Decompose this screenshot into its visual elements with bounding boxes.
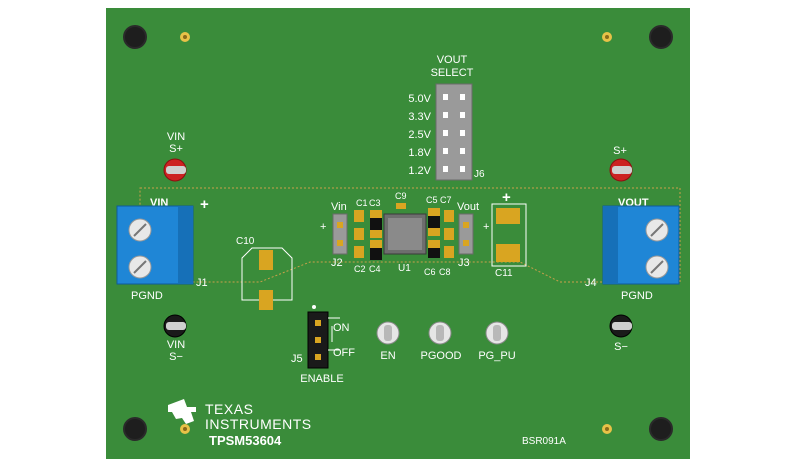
c1-ref: C1 [356, 198, 368, 208]
c10-outline [241, 247, 293, 301]
ti-logo-icon [168, 399, 196, 424]
c2-ref: C2 [354, 264, 366, 274]
c10-pad [259, 250, 273, 270]
vin-plus-mark: + [200, 196, 209, 213]
vout-option-label: 1.2V [408, 165, 431, 177]
pg-pu-testpoint[interactable] [485, 321, 509, 345]
enable-off-label: OFF [333, 347, 355, 359]
output-capacitors [428, 208, 454, 258]
enable-silkscreen-bracket [328, 317, 340, 351]
c10-pad [259, 290, 273, 310]
vout-sense-plus-testpoint[interactable] [609, 158, 633, 182]
c11-pad [496, 244, 520, 262]
j1-ref: J1 [196, 277, 208, 289]
j2-label: Vin [331, 201, 347, 213]
c11-plus-mark: + [502, 189, 511, 206]
vin-pgnd-label: PGND [131, 290, 163, 302]
part-number: TPSM53604 [209, 433, 282, 448]
j5-ref: J5 [291, 353, 303, 365]
pgood-testpoint[interactable] [428, 321, 452, 345]
enable-on-label: ON [333, 322, 350, 334]
c9-ref: C9 [395, 191, 407, 201]
mounting-holes [123, 25, 673, 441]
j3-label: Vout [457, 201, 479, 213]
vin-terminal-block[interactable] [116, 205, 194, 285]
vout-select-title-2: SELECT [431, 67, 474, 79]
j3-ref: J3 [458, 257, 470, 269]
c6-ref: C6 [424, 267, 436, 277]
c7-ref: C7 [440, 195, 452, 205]
pgood-label: PGOOD [421, 350, 462, 362]
c11-outline [491, 203, 527, 267]
c11-ref: C11 [495, 268, 513, 279]
vout-select-pins [443, 94, 465, 172]
c8-ref: C8 [439, 267, 451, 277]
vout-pgnd-label: PGND [621, 290, 653, 302]
vin-sense-minus-testpoint[interactable] [163, 314, 187, 338]
vout-option-label: 5.0V [408, 93, 431, 105]
u1-ref: U1 [398, 263, 411, 274]
vout-terminal-block[interactable] [602, 205, 680, 285]
vin-sense-plus-label-1: VIN [167, 131, 185, 143]
fiducials [180, 32, 612, 434]
board-id: BSR091A [522, 436, 566, 447]
vout-select-title-1: VOUT [437, 54, 468, 66]
vin-sense-plus-label-2: S+ [169, 143, 183, 155]
vout-select-header[interactable] [435, 83, 473, 181]
vin-sense-minus-label-1: VIN [167, 339, 185, 351]
c3-ref: C3 [369, 198, 381, 208]
c11-pad [496, 208, 520, 224]
c4-ref: C4 [369, 264, 381, 274]
input-capacitors [354, 210, 382, 260]
en-label: EN [380, 350, 395, 362]
vin-sense-minus-label-2: S− [169, 351, 183, 363]
vout-sense-minus-label: S− [614, 341, 628, 353]
j2-ref: J2 [331, 257, 343, 269]
c9-pad [396, 203, 406, 209]
j2-plus-mark: + [320, 221, 326, 233]
j4-ref: J4 [585, 277, 597, 289]
vout-sense-plus-label: S+ [613, 145, 627, 157]
en-testpoint[interactable] [376, 321, 400, 345]
enable-header[interactable] [307, 311, 329, 369]
pg-pu-label: PG_PU [478, 350, 515, 362]
ti-logo-line2: INSTRUMENTS [205, 416, 312, 432]
j5-pin1-marker [312, 305, 316, 309]
vout-sense-minus-testpoint[interactable] [609, 314, 633, 338]
c5-ref: C5 [426, 195, 438, 205]
c10-ref: C10 [236, 236, 255, 247]
vout-option-label: 1.8V [408, 147, 431, 159]
ti-logo-line1: TEXAS [205, 401, 253, 417]
u1-module [383, 213, 427, 255]
j6-ref: J6 [474, 169, 485, 180]
j2-header[interactable] [332, 213, 348, 255]
j3-plus-mark: + [483, 221, 489, 233]
enable-title: ENABLE [300, 373, 343, 385]
vin-sense-plus-testpoint[interactable] [163, 158, 187, 182]
vout-option-label: 2.5V [408, 129, 431, 141]
j3-header[interactable] [458, 213, 474, 255]
vout-option-label: 3.3V [408, 111, 431, 123]
